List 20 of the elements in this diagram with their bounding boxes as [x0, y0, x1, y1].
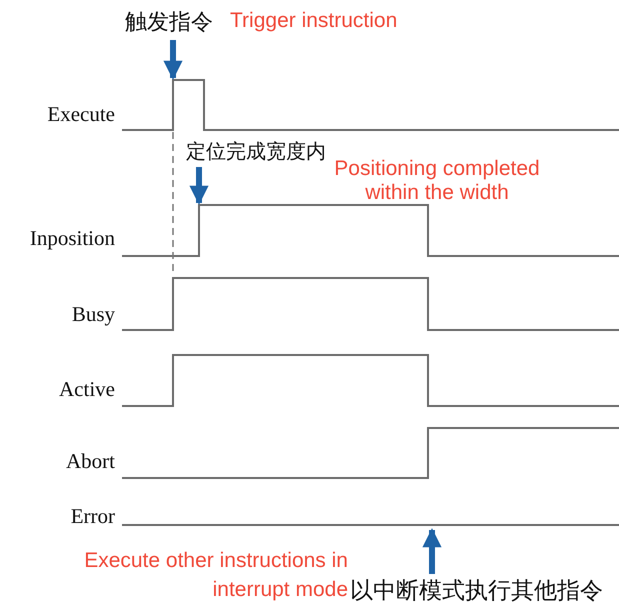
signal-name: Active: [58, 377, 115, 402]
arrow: [422, 528, 442, 574]
timing-waveform: [122, 277, 619, 331]
timing-waveform: [122, 204, 619, 257]
annotation-text: Execute other instructions in interrupt mode: [83, 548, 348, 604]
arrow: [163, 40, 183, 80]
signal-name: Inposition: [28, 226, 115, 251]
annotation-text: Trigger instruction: [230, 8, 398, 34]
signal-name: Abort: [65, 449, 115, 474]
signal-name: Busy: [70, 302, 115, 327]
timing-waveform: [122, 427, 619, 479]
arrow: [189, 167, 209, 205]
annotation-text: 定位完成宽度内: [186, 139, 326, 163]
annotation-text: 触发指令: [125, 10, 213, 35]
annotation-text: 以中断模式执行其他指令: [350, 578, 603, 604]
annotation-text: Positioning completed within the width: [333, 157, 541, 206]
signal-name: Execute: [46, 102, 115, 127]
timing-waveform: [122, 354, 619, 407]
signal-name: Error: [70, 504, 115, 529]
timing-waveform: [122, 79, 619, 131]
